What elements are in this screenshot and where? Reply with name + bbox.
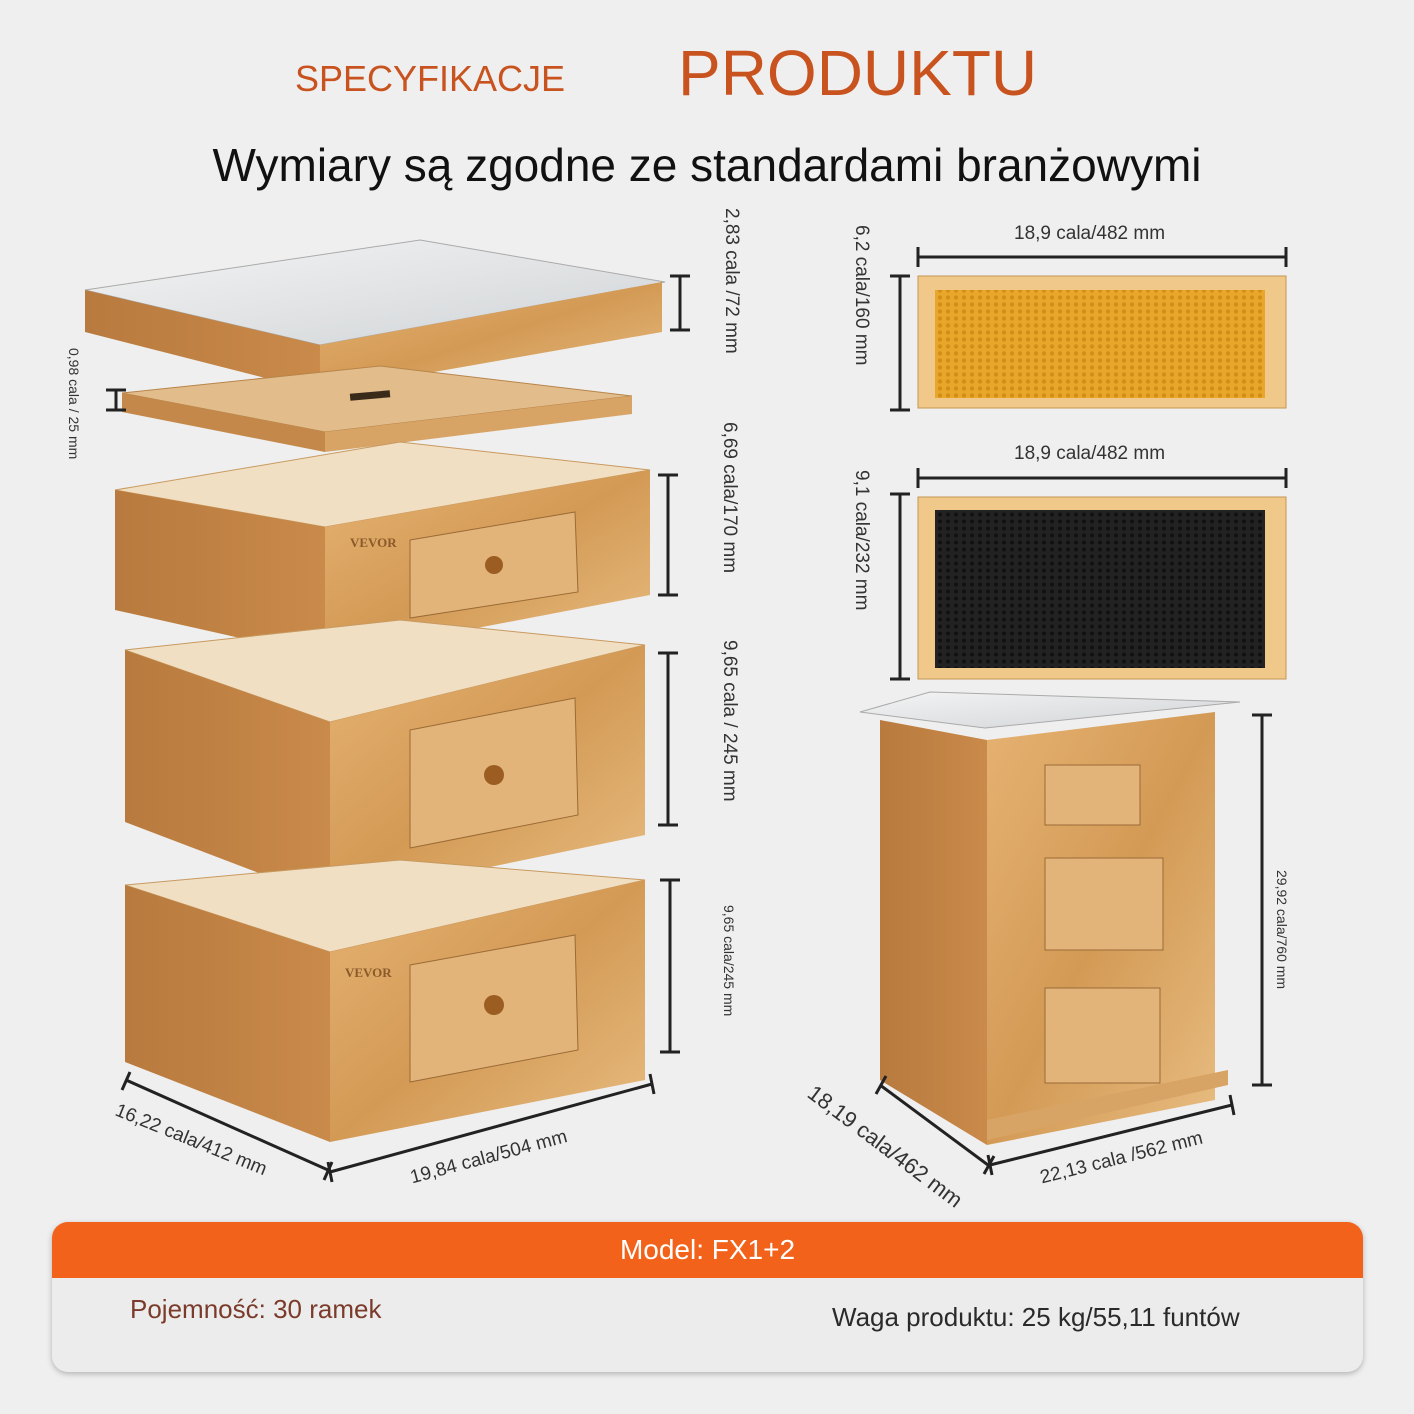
deep-box-lower: VEVOR	[124, 859, 646, 1142]
frame1-width-label: 18,9 cala/482 mm	[1014, 223, 1166, 244]
lid-height-label: 2,83 cala /72 mm	[721, 208, 742, 354]
frame1-height-label: 6,2 cala/160 mm	[851, 225, 872, 366]
svg-text:VEVOR: VEVOR	[345, 965, 392, 980]
spec-panel: Model: FX1+2 Pojemność: 30 ramek Waga pr…	[52, 1222, 1363, 1372]
box3-height-label: 9,65 cala/245 mm	[721, 905, 737, 1017]
frame2-height-label: 9,1 cala/232 mm	[851, 470, 872, 611]
super-height-label: 6,69 cala/170 mm	[719, 422, 740, 574]
brand-logo: VEVOR	[350, 535, 397, 550]
frame2-width-label: 18,9 cala/482 mm	[1014, 443, 1166, 464]
deep-box-upper	[124, 619, 646, 900]
box2-height-label: 9,65 cala / 245 mm	[719, 640, 740, 802]
dimension-lines	[106, 247, 1288, 1183]
honey-super: VEVOR	[114, 441, 651, 657]
spec-heading: SPECYFIKACJE	[295, 58, 566, 99]
weight-label: Waga produktu: 25 kg/55,11 funtów	[832, 1302, 1240, 1332]
deep-frame	[917, 496, 1287, 680]
subtitle: Wymiary są zgodne ze standardami branżow…	[212, 139, 1202, 191]
inner-cover-label: 0,98 cala / 25 mm	[66, 348, 82, 460]
model-label: Model: FX1+2	[52, 1222, 1363, 1278]
shallow-frame	[917, 275, 1287, 409]
outer-lid	[84, 239, 666, 392]
inner-cover	[121, 365, 633, 452]
product-heading: PRODUKTU	[678, 37, 1038, 109]
hive-height-label: 29,92 cala/760 mm	[1274, 870, 1290, 990]
assembled-hive	[859, 691, 1241, 1145]
capacity-label: Pojemność: 30 ramek	[130, 1294, 382, 1324]
